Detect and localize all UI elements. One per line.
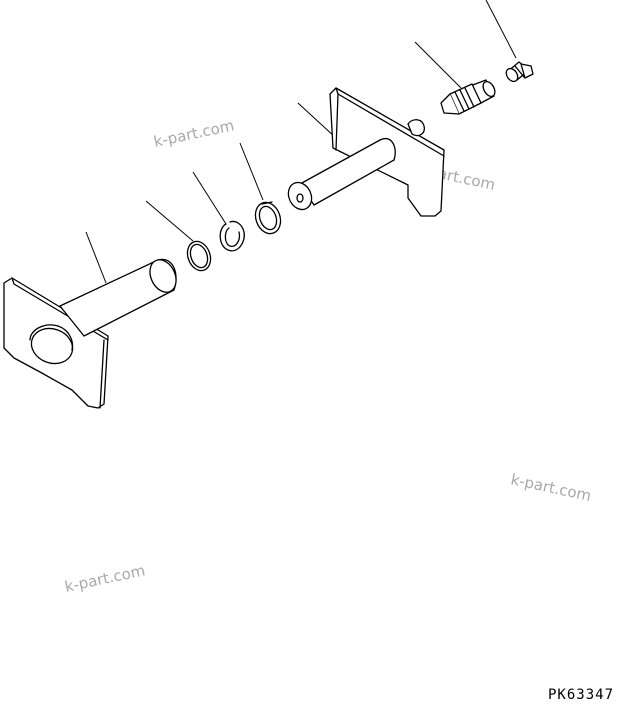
- leader-lines: [85, 0, 517, 284]
- leader-line: [239, 142, 264, 201]
- o-ring: [186, 240, 212, 272]
- leader-line: [414, 41, 462, 89]
- drawing-number: PK63347: [548, 687, 614, 703]
- leader-line: [145, 200, 194, 242]
- bushing: [254, 201, 282, 235]
- leader-line: [85, 231, 107, 284]
- leader-line: [297, 102, 337, 139]
- watermark: k-part.com: [152, 116, 236, 151]
- snap-ring: [219, 220, 245, 252]
- left-bracket-pin: [3, 258, 177, 409]
- leader-line: [192, 171, 227, 225]
- grease-fitting: [505, 61, 534, 83]
- leader-line: [485, 0, 517, 59]
- watermark: k-part.com: [63, 561, 147, 596]
- threaded-fitting: [440, 79, 496, 115]
- watermark: k-part.com: [509, 470, 593, 505]
- right-bracket-pin: [287, 87, 445, 217]
